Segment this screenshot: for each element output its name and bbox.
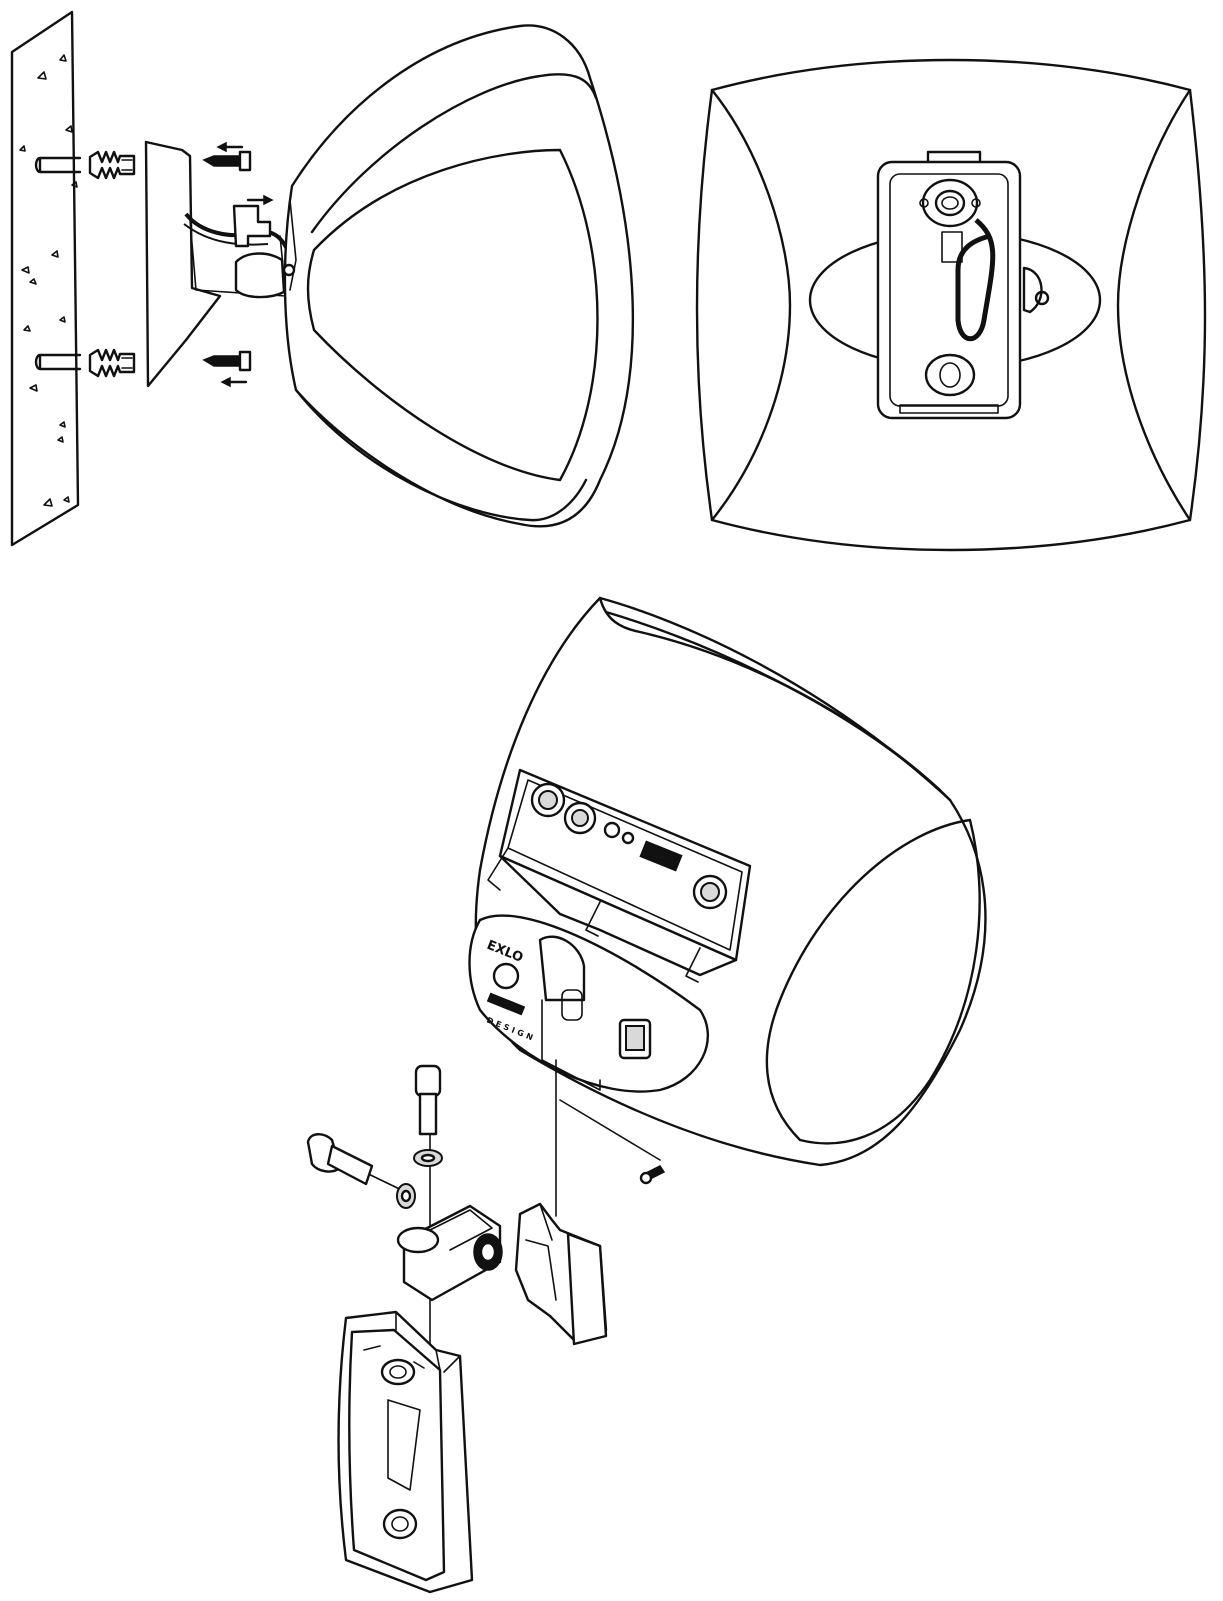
arrow-right-mid [246, 194, 274, 206]
base-bracket-plate [337, 1310, 474, 1594]
connector-legs [487, 847, 701, 983]
rear-cable-clip [941, 231, 963, 263]
exploded-mount-socket [538, 935, 586, 1002]
knob-2 [563, 801, 597, 835]
terminal-block [639, 840, 683, 872]
exploded-top-groove [604, 610, 942, 792]
exploded-guide-lines [541, 999, 601, 1091]
wall-plug-bottom [88, 348, 136, 378]
connector-panel-inner [507, 779, 743, 951]
wall-slab [10, 10, 80, 547]
rear-round-port [492, 962, 520, 990]
connector-lower-flap [498, 854, 738, 977]
rear-pin-right [971, 198, 981, 208]
wall-hole-top [34, 156, 82, 174]
speaker-side-rear-edge [289, 199, 297, 291]
rear-right-side-curve [1116, 88, 1192, 522]
speaker-exploded-view: EXLO DESIGN [306, 596, 987, 1594]
arrow-left-top [216, 141, 244, 153]
speaker-side-grille [306, 148, 599, 482]
arrow-left-bottom [220, 376, 248, 388]
wall-bracket-block [514, 1202, 608, 1346]
speaker-side-top-rim [310, 73, 598, 234]
rear-side-knob [1022, 266, 1050, 314]
wall-hole-bottom [34, 353, 82, 371]
screw-top [202, 150, 252, 172]
brand-badge-bar [486, 992, 526, 1016]
rear-slot-bottom [924, 353, 976, 397]
jack-1 [603, 821, 621, 839]
speaker-side-body [283, 24, 634, 528]
rear-slot-top [921, 178, 979, 228]
wall-install-side-view [10, 10, 634, 547]
vertical-bolt [414, 1064, 442, 1136]
exploded-switch-rocker [625, 1025, 645, 1051]
knob-3 [692, 874, 728, 910]
rear-cable-loop [955, 218, 996, 342]
cable-clip [232, 204, 272, 248]
wall-plug-top [88, 150, 136, 180]
bracket-plate-side [144, 140, 222, 388]
bracket-cylinder [234, 252, 286, 299]
speaker-side-bottom-rim [294, 388, 588, 522]
small-screw [639, 1165, 666, 1185]
washer-top-hole [420, 1153, 436, 1163]
guide-line-screw [559, 1099, 661, 1161]
knob-1 [530, 782, 566, 818]
wall-texture [19, 54, 78, 507]
washer-side-hole [400, 1189, 412, 1203]
rear-pin-left [919, 198, 929, 208]
cable-thin [183, 223, 269, 246]
swivel-joint [396, 1204, 503, 1302]
speaker-rear-view [695, 58, 1207, 552]
rear-bracket-plate [876, 160, 1022, 420]
connection-point [282, 263, 296, 277]
rear-bracket-lip [899, 404, 999, 414]
rear-bracket-inner [889, 173, 1009, 407]
rear-left-side-curve [710, 88, 792, 522]
exploded-front-grille [765, 818, 981, 1145]
screw-bottom [202, 350, 252, 372]
horizontal-bolt [306, 1133, 374, 1186]
exploded-socket-inner [561, 989, 583, 1021]
jack-2 [621, 831, 635, 845]
